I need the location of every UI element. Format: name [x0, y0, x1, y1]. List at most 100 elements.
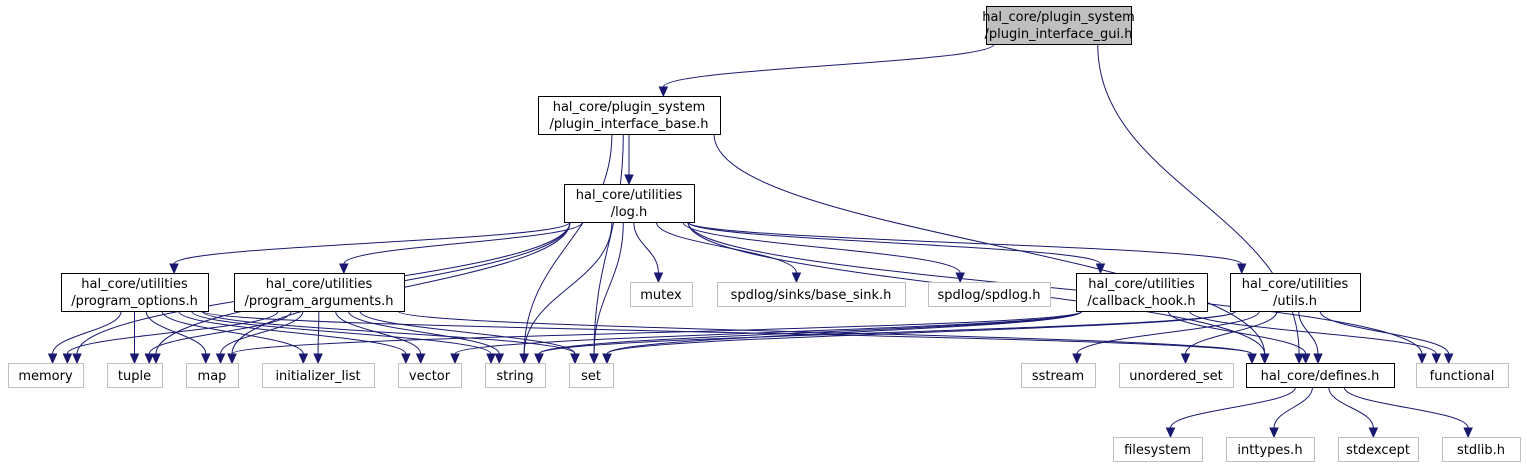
node-defines[interactable]: hal_core/defines.h	[1246, 363, 1395, 388]
edge-line	[397, 310, 1253, 355]
node-box	[928, 282, 1051, 307]
edge-pargs-to-string	[347, 310, 505, 365]
edge-gui-to-base	[658, 43, 995, 98]
edge-pargs-to-defines	[397, 310, 1257, 365]
arrowhead	[415, 353, 426, 365]
arrowhead	[624, 174, 634, 186]
node-gui[interactable]: hal_core/plugin_system/plugin_interface_…	[982, 6, 1135, 45]
edge-line	[682, 221, 961, 274]
edge-line	[201, 310, 576, 355]
node-label: stdlib.h	[1457, 443, 1505, 458]
node-box	[569, 363, 614, 388]
node-label: spdlog/spdlog.h	[938, 288, 1041, 303]
edge-pargs-to-map	[215, 310, 304, 365]
arrowhead	[1313, 353, 1323, 365]
edge-base-to-log	[624, 134, 634, 186]
node-utils[interactable]: hal_core/utilities/utils.h	[1230, 273, 1361, 312]
node-box	[485, 363, 546, 388]
arrowhead	[1247, 353, 1257, 365]
node-popts[interactable]: hal_core/utilities/program_options.h	[61, 273, 209, 312]
edge-layer	[47, 43, 1473, 439]
edge-line	[523, 221, 613, 355]
node-box	[986, 6, 1132, 45]
arrowhead	[570, 353, 580, 365]
node-box	[717, 282, 906, 307]
edge-line	[1298, 310, 1319, 355]
node-box	[262, 363, 375, 388]
node-string: string	[485, 363, 546, 388]
node-label: unordered_set	[1129, 369, 1222, 384]
node-box	[1246, 363, 1395, 388]
arrowhead	[494, 353, 505, 365]
node-box	[1442, 437, 1521, 462]
node-label: tuple	[118, 369, 151, 384]
node-label: hal_core/plugin_system	[982, 10, 1135, 25]
node-box	[1338, 437, 1419, 462]
node-pargs[interactable]: hal_core/utilities/program_arguments.h	[234, 273, 405, 312]
arrowhead	[401, 353, 411, 365]
node-label: /program_options.h	[71, 294, 198, 309]
node-memory: memory	[8, 363, 84, 388]
arrowhead	[62, 353, 73, 365]
node-label: /program_arguments.h	[244, 294, 393, 309]
node-base[interactable]: hal_core/plugin_system/plugin_interface_…	[538, 96, 721, 135]
edge-log-to-spdlog	[682, 221, 965, 284]
arrowhead	[589, 353, 599, 365]
edge-line	[523, 133, 613, 355]
node-set: set	[569, 363, 614, 388]
node-box	[186, 363, 239, 388]
edge-log-to-utils	[687, 221, 1247, 275]
arrowhead	[1259, 353, 1270, 365]
node-label: hal_core/utilities	[1088, 277, 1195, 292]
edge-utils-to-functional	[1319, 310, 1454, 365]
edge-line	[343, 221, 583, 265]
edge-line	[606, 310, 1083, 355]
arrowhead	[1072, 353, 1082, 365]
node-sstream: sstream	[1021, 363, 1096, 388]
edge-line	[191, 310, 492, 355]
edge-popts-to-tuple	[129, 311, 140, 365]
arrowhead	[1165, 427, 1176, 439]
edge-log-to-popts	[169, 221, 571, 275]
node-label: memory	[18, 369, 73, 384]
node-log[interactable]: hal_core/utilities/log.h	[564, 184, 695, 223]
arrowhead	[144, 353, 155, 365]
edge-line	[593, 221, 624, 355]
node-label: inttypes.h	[1237, 443, 1302, 458]
edge-line	[454, 310, 1083, 355]
edge-line	[317, 310, 320, 355]
node-label: hal_core/plugin_system	[553, 100, 706, 115]
node-label: hal_core/utilities	[1242, 277, 1349, 292]
arrowhead	[791, 272, 802, 284]
node-cbhook[interactable]: hal_core/utilities/callback_hook.h	[1076, 273, 1208, 312]
arrowhead	[1236, 263, 1247, 275]
node-box	[1226, 437, 1315, 462]
arrowhead	[72, 353, 82, 365]
arrowhead	[1269, 427, 1279, 439]
node-label: initializer_list	[275, 369, 360, 384]
edge-line	[662, 43, 995, 88]
node-label: /utils.h	[1273, 294, 1317, 309]
node-label: filesystem	[1124, 443, 1191, 458]
node-label: vector	[409, 369, 451, 384]
node-box	[234, 273, 405, 312]
edge-cbhook-to-defines	[1167, 310, 1311, 365]
edge-utils-to-sstream	[1072, 310, 1260, 365]
arrowhead	[534, 353, 544, 365]
edge-line	[1167, 310, 1307, 355]
edge-line	[687, 221, 1243, 265]
arrowhead	[1368, 427, 1379, 439]
node-box	[398, 363, 462, 388]
arrowhead	[313, 353, 323, 365]
arrowhead	[1431, 353, 1442, 365]
node-label: mutex	[640, 288, 682, 303]
edge-line	[66, 310, 279, 355]
node-basesink: spdlog/sinks/base_sink.h	[717, 282, 906, 307]
edge-pargs-to-tuple	[144, 310, 292, 365]
edge-log-to-cbhook	[687, 221, 1106, 275]
edge-line	[1170, 386, 1297, 429]
node-label: spdlog/sinks/base_sink.h	[731, 288, 892, 303]
node-mutex: mutex	[630, 282, 693, 307]
edge-line	[161, 310, 304, 355]
arrowhead	[450, 353, 460, 365]
